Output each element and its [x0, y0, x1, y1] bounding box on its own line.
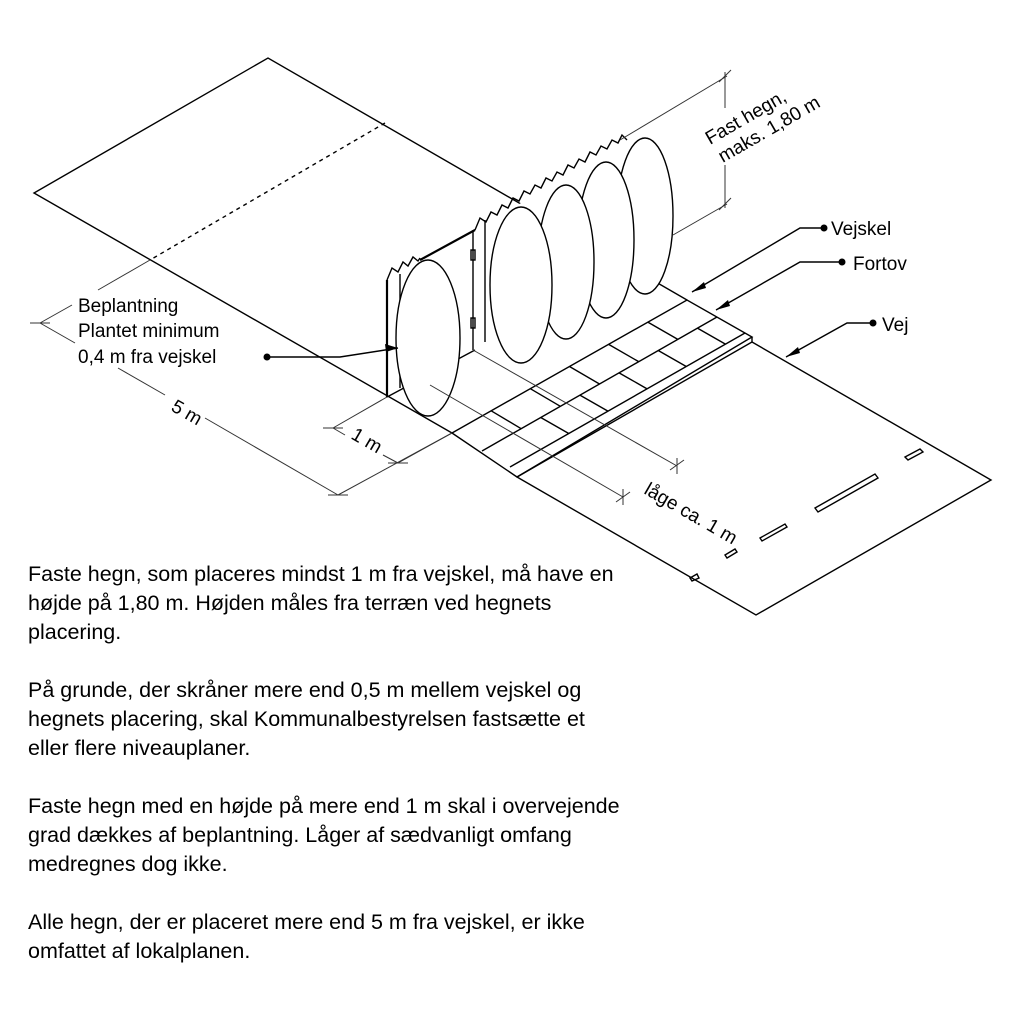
planting-label-3: 0,4 m fra vejskel [78, 347, 216, 368]
planting-label: Beplantning Plantet minimum 0,4 m fra ve… [78, 296, 220, 368]
leaders: Vejskel Fortov Vej [263, 219, 908, 361]
paragraph: Faste hegn med en højde på mere end 1 m … [28, 794, 620, 876]
dim-1m-label: 1 m [348, 424, 386, 458]
paragraph: Faste hegn, som placeres mindst 1 m fra … [28, 562, 614, 644]
paving-joint [697, 327, 726, 345]
paving-joint [657, 349, 687, 368]
paving-joint [569, 365, 600, 385]
vej-label: Vej [882, 315, 908, 336]
leader-dot [820, 224, 828, 232]
paragraph: Alle hegn, der er placeret mere end 5 m … [28, 910, 585, 963]
paragraph: På grunde, der skråner mere end 0,5 m me… [28, 678, 585, 760]
fortov-label: Fortov [853, 254, 907, 275]
leader-dot [263, 353, 271, 361]
plants [395, 137, 674, 417]
paving-joint [618, 372, 648, 390]
paving-joint [490, 410, 522, 430]
body-text: Faste hegn, som placeres mindst 1 m fra … [28, 560, 668, 966]
bush [395, 259, 461, 417]
leader-dot [838, 258, 846, 266]
road [516, 341, 993, 616]
bush [489, 206, 553, 364]
paving-joint [579, 394, 609, 412]
gate-hinge [470, 317, 476, 329]
paving-joint [540, 416, 570, 435]
dim-gate-label: låge ca. 1 m [641, 479, 741, 549]
sidewalk [450, 299, 754, 478]
paving-joint [647, 321, 679, 340]
planting-label-2: Plantet minimum [78, 321, 220, 342]
paving-joint [529, 388, 561, 407]
planting-label-1: Beplantning [78, 296, 178, 317]
vejskel-label: Vejskel [831, 219, 891, 240]
lot-outline [32, 57, 688, 434]
dim-5m-label: 5 m [168, 396, 206, 430]
gate-hinge [470, 249, 476, 261]
paving-joint [608, 343, 640, 363]
leader-dot [869, 319, 877, 327]
five-meter-line [149, 122, 386, 261]
